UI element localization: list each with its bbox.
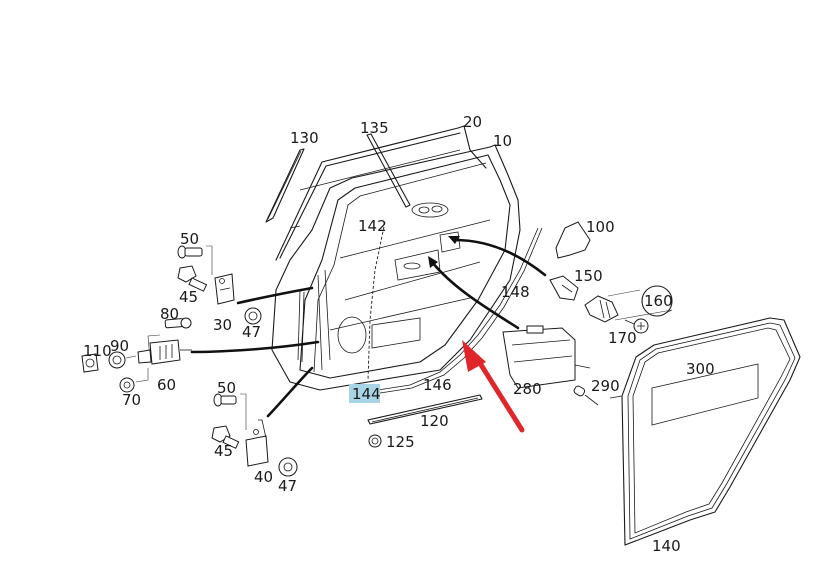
label-45-lower: 45 (214, 442, 233, 460)
part-90-nut (108, 351, 137, 369)
part-130-trim-strip (265, 148, 305, 223)
label-45-upper: 45 (179, 288, 198, 306)
part-30-upper-hinge (214, 273, 235, 305)
highlight-144 (349, 384, 380, 403)
part-50-bolt-upper (177, 245, 213, 275)
label-130: 130 (290, 129, 319, 147)
part-120-seal (367, 394, 483, 425)
label-160: 160 (644, 292, 673, 310)
arrow-to-check-strap (190, 340, 320, 354)
label-300: 300 (686, 360, 715, 378)
label-280: 280 (513, 380, 542, 398)
label-170: 170 (608, 329, 637, 347)
part-47-nut-lower (278, 457, 298, 477)
part-150-bracket (549, 275, 579, 301)
part-300-panel (651, 363, 759, 426)
arrow-to-bracket (453, 238, 547, 277)
label-150: 150 (574, 267, 603, 285)
label-100: 100 (586, 218, 615, 236)
arrow-to-lower-hinge (266, 366, 314, 418)
label-125: 125 (386, 433, 415, 451)
part-40-lower-hinge (245, 419, 269, 467)
part-160-handle-cover (584, 285, 673, 323)
label-90: 90 (110, 337, 129, 355)
part-100-cover (555, 221, 591, 259)
part-70-washer (119, 368, 149, 393)
part-45-bolt-upper (177, 265, 208, 292)
part-50-bolt-lower (213, 393, 247, 430)
label-148: 148 (501, 283, 530, 301)
label-47-upper: 47 (242, 323, 261, 341)
label-47-lower: 47 (278, 477, 297, 495)
label-50-upper: 50 (180, 230, 199, 248)
label-290: 290 (591, 377, 620, 395)
label-60: 60 (157, 376, 176, 394)
part-labels: 130 135 20 10 142 100 150 148 160 170 30… (83, 113, 715, 555)
part-110-cap-nut (81, 353, 99, 373)
part-140-door-seal (609, 317, 801, 546)
part-125-nut (368, 434, 382, 448)
label-50-lower: 50 (217, 379, 236, 397)
label-70: 70 (122, 391, 141, 409)
part-148-seal-strip (377, 227, 543, 394)
part-47-nut-upper (244, 307, 262, 325)
label-140: 140 (652, 537, 681, 555)
part-80-bolt (147, 317, 192, 361)
part-10-door-shell (271, 144, 521, 391)
red-pointer-arrow (462, 340, 525, 433)
arrow-to-upper-hinge (236, 286, 314, 305)
label-40: 40 (254, 468, 273, 486)
label-142: 142 (358, 217, 387, 235)
part-280-lock (502, 325, 591, 389)
label-110: 110 (83, 342, 112, 360)
part-45-bolt-lower (211, 425, 240, 449)
label-120: 120 (420, 412, 449, 430)
part-290-pin (573, 385, 599, 406)
label-10: 10 (493, 132, 512, 150)
label-146: 146 (423, 376, 452, 394)
label-144: 144 (352, 385, 381, 403)
part-60-check-strap (137, 339, 192, 365)
callout-arrows (190, 236, 547, 418)
part-20-window-frame (275, 125, 487, 261)
label-20: 20 (463, 113, 482, 131)
part-135-strip (366, 133, 411, 208)
part-170-screw (624, 318, 649, 334)
label-135: 135 (360, 119, 389, 137)
part-142-window-channel (367, 221, 386, 381)
label-30: 30 (213, 316, 232, 334)
label-80: 80 (160, 305, 179, 323)
arrow-to-lock (430, 260, 520, 330)
